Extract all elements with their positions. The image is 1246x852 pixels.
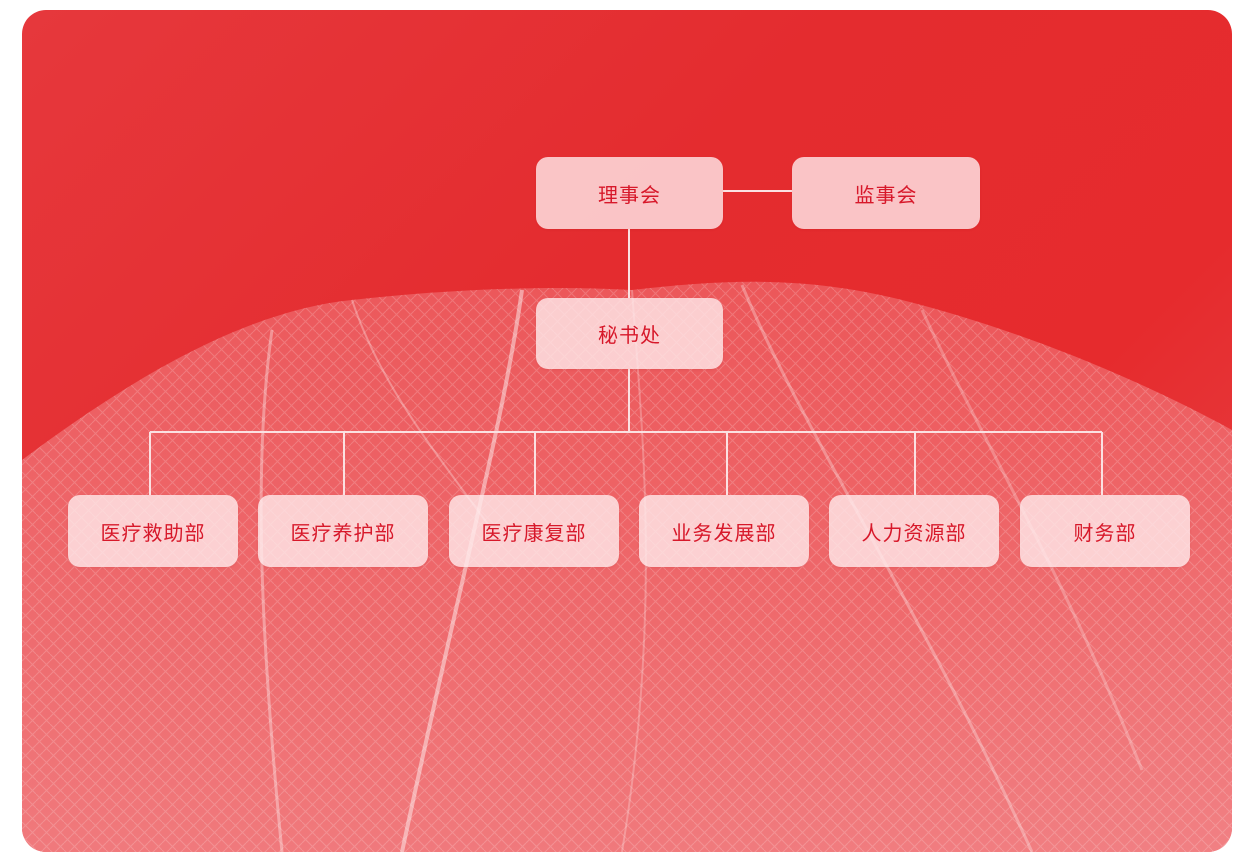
node-board: 理事会: [536, 157, 723, 229]
node-secretariat: 秘书处: [536, 298, 723, 369]
node-board-label: 理事会: [598, 182, 661, 207]
node-dept-label: 医疗救助部: [100, 520, 206, 545]
node-dept-medical-aid: 医疗救助部: [68, 495, 238, 567]
node-supervisors: 监事会: [792, 157, 980, 229]
leaf-background-image: [22, 281, 1232, 852]
node-dept-label: 医疗康复部: [481, 520, 587, 545]
node-dept-medical-care: 医疗养护部: [258, 495, 428, 567]
node-dept-label: 财务部: [1073, 520, 1137, 545]
node-dept-label: 业务发展部: [671, 520, 777, 545]
node-dept-finance: 财务部: [1020, 495, 1190, 567]
node-secretariat-label: 秘书处: [598, 323, 661, 347]
node-supervisors-label: 监事会: [854, 182, 918, 207]
node-dept-label: 医疗养护部: [290, 520, 396, 545]
node-dept-human-resources: 人力资源部: [829, 495, 999, 567]
node-dept-label: 人力资源部: [861, 520, 967, 545]
node-dept-business-dev: 业务发展部: [639, 495, 809, 567]
node-dept-medical-rehab: 医疗康复部: [449, 495, 619, 567]
